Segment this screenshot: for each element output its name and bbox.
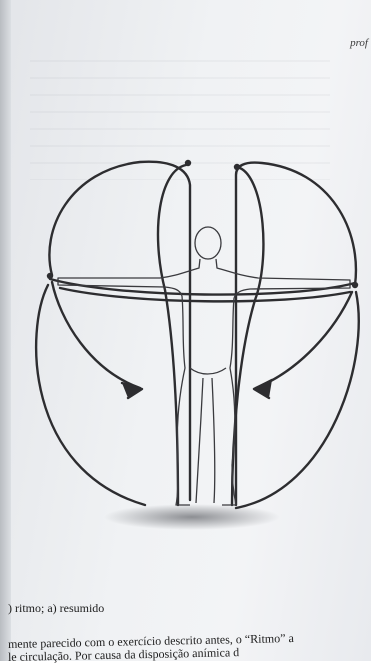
- right-loop: [236, 292, 359, 508]
- torso-left: [176, 296, 190, 505]
- torso-right: [222, 298, 236, 505]
- horizontal-arc: [50, 279, 355, 295]
- head: [195, 227, 221, 259]
- top-right-dot: [234, 164, 240, 170]
- left-arrowhead: [122, 383, 142, 398]
- figure-caption: ) ritmo; a) resumido: [8, 601, 104, 616]
- legs-inner: [196, 378, 215, 503]
- hip-line: [190, 368, 226, 374]
- left-arc: [49, 162, 190, 500]
- left-hand-dot: [47, 273, 53, 279]
- right-arrowhead: [254, 380, 272, 398]
- floor-shadow: [104, 504, 280, 530]
- inner-arc-left: [158, 165, 186, 505]
- right-arc: [236, 163, 356, 505]
- top-left-dot: [185, 160, 191, 166]
- right-hand-dot: [352, 282, 358, 288]
- right-arrow-arc: [256, 292, 352, 388]
